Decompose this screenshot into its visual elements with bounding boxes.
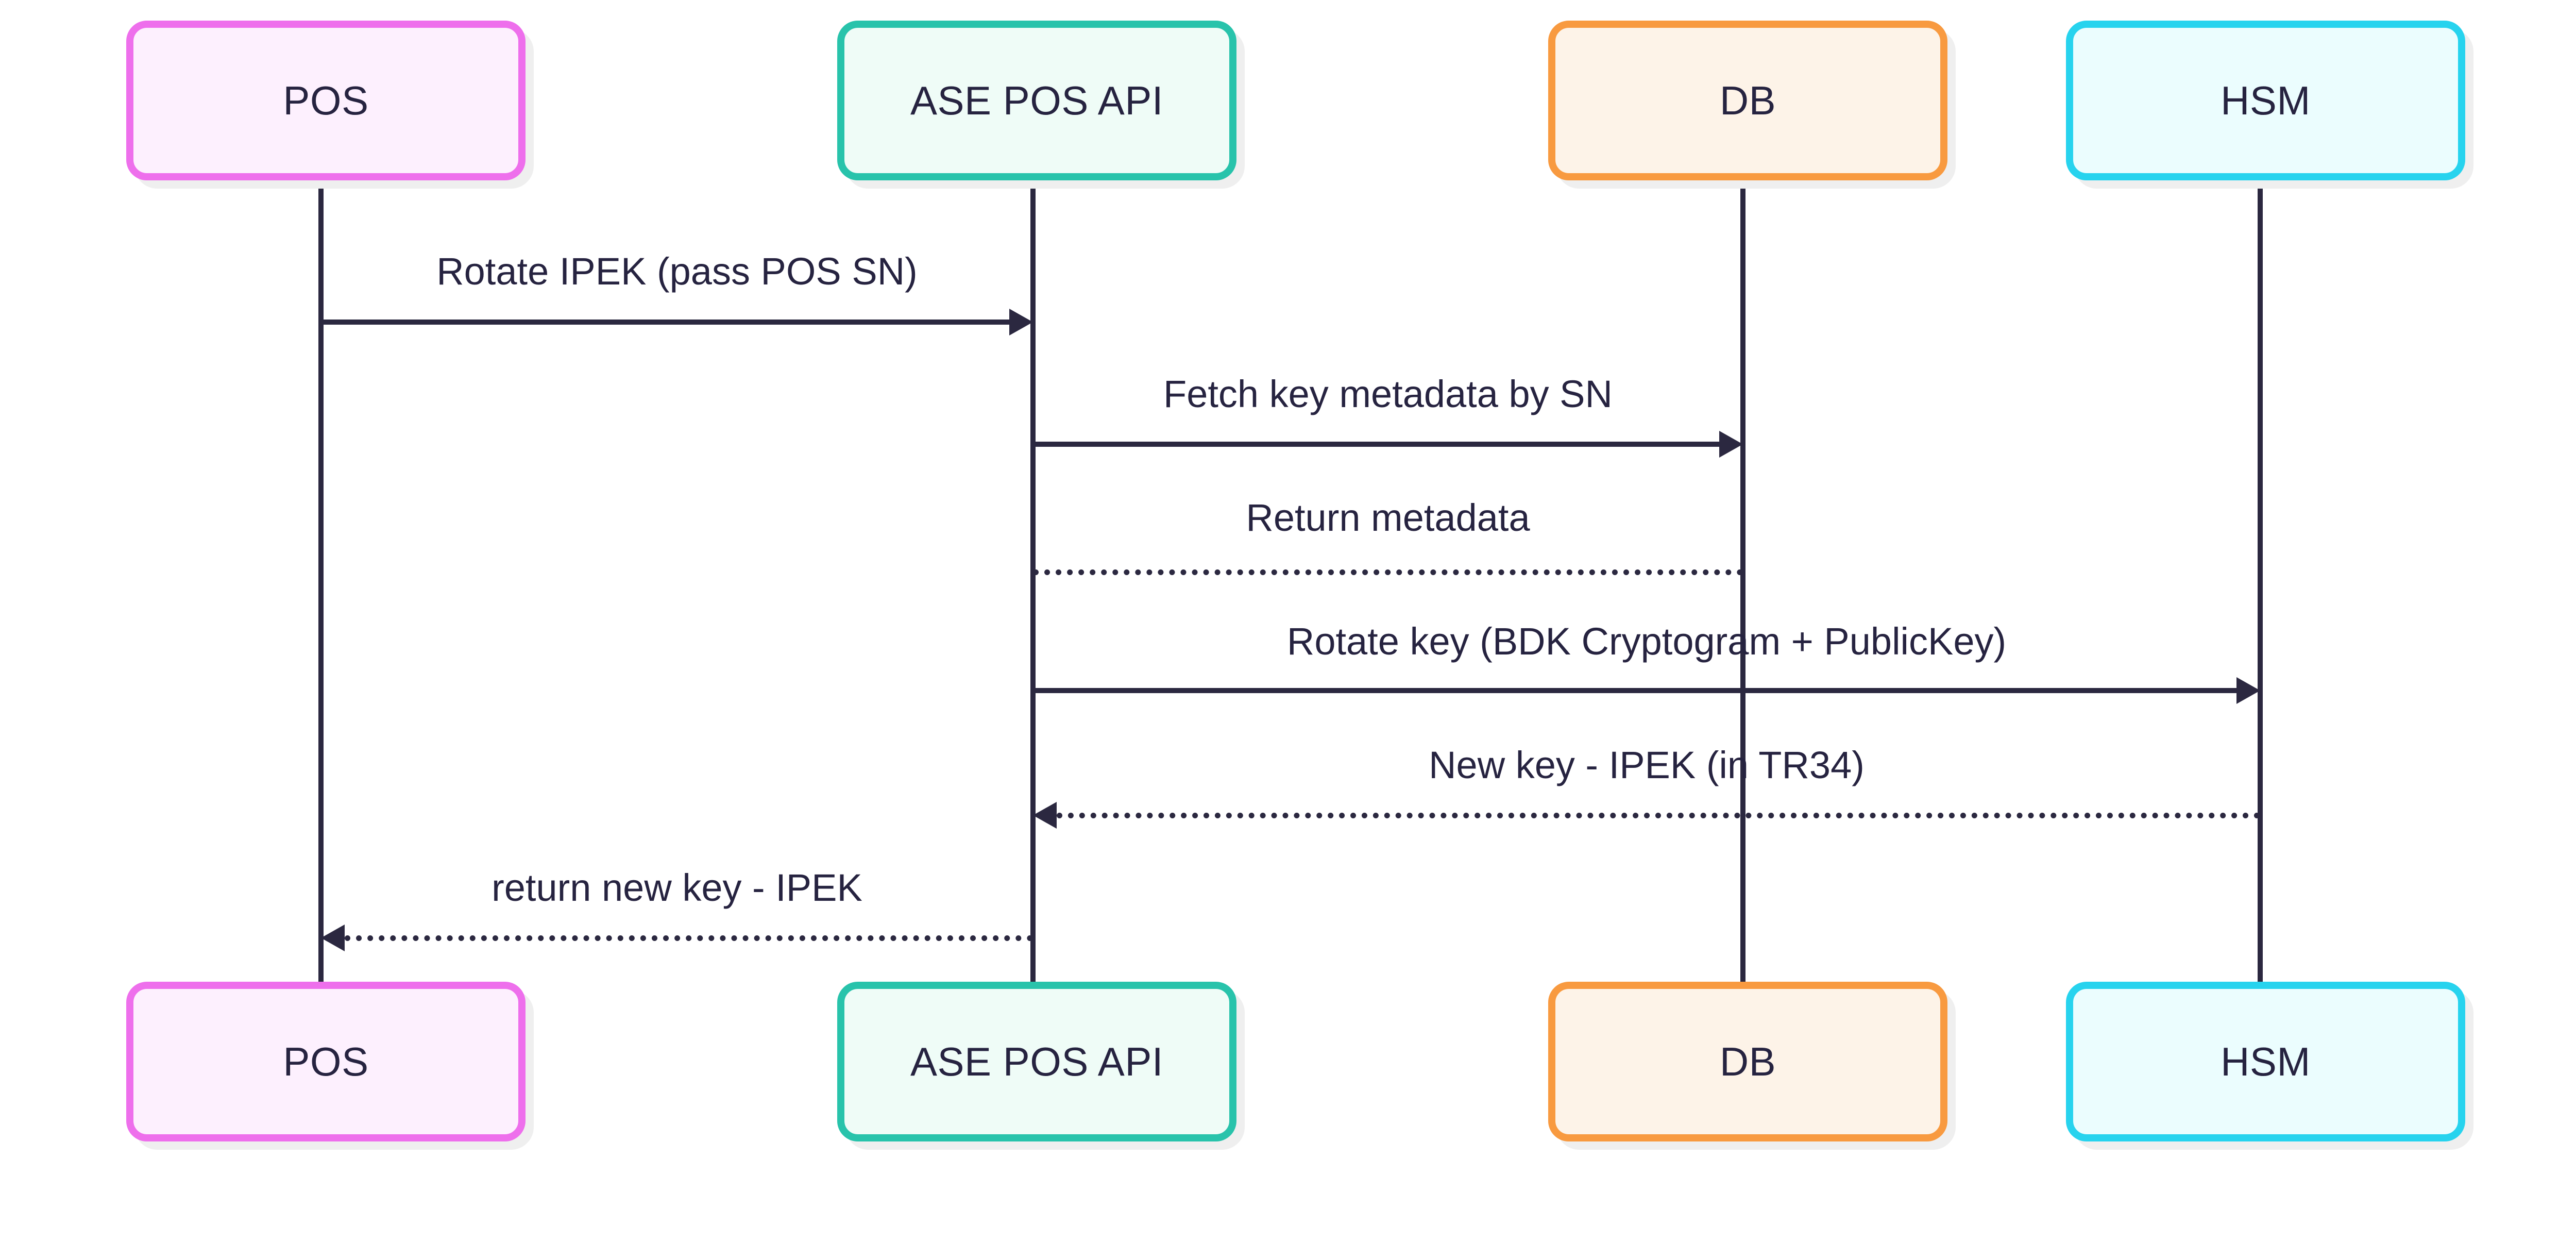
message-label-3: Return metadata bbox=[1246, 496, 1530, 539]
message-line-4 bbox=[1033, 688, 2236, 693]
message-label-5: New key - IPEK (in TR34) bbox=[1429, 744, 1865, 786]
actor-box-ase_pos_api-top[interactable]: ASE POS API bbox=[837, 21, 1236, 180]
lifeline-ase_pos_api bbox=[1030, 180, 1036, 982]
actor-box-pos-bottom[interactable]: POS bbox=[126, 982, 526, 1141]
message-line-6 bbox=[345, 935, 1033, 941]
actor-box-hsm-bottom[interactable]: HSM bbox=[2066, 982, 2465, 1141]
actor-box-db-bottom[interactable]: DB bbox=[1548, 982, 1947, 1141]
lifeline-db bbox=[1740, 180, 1745, 982]
actor-label-db-bottom: DB bbox=[1719, 1039, 1776, 1084]
message-arrowhead-6 bbox=[321, 925, 345, 951]
actor-label-ase_pos_api-bottom: ASE POS API bbox=[910, 1039, 1164, 1084]
message-label-4: Rotate key (BDK Cryptogram + PublicKey) bbox=[1286, 620, 2007, 663]
actor-box-pos-top[interactable]: POS bbox=[126, 21, 526, 180]
actor-box-hsm-top[interactable]: HSM bbox=[2066, 21, 2465, 180]
message-line-2 bbox=[1033, 442, 1719, 447]
actor-label-pos-top: POS bbox=[283, 78, 369, 123]
lifeline-hsm bbox=[2258, 180, 2263, 982]
message-label-1: Rotate IPEK (pass POS SN) bbox=[436, 250, 918, 293]
actor-box-db-top[interactable]: DB bbox=[1548, 21, 1947, 180]
actor-label-hsm-bottom: HSM bbox=[2221, 1039, 2311, 1084]
lifeline-pos bbox=[318, 180, 324, 982]
actor-box-ase_pos_api-bottom[interactable]: ASE POS API bbox=[837, 982, 1236, 1141]
actor-label-hsm-top: HSM bbox=[2221, 78, 2311, 123]
message-arrowhead-5 bbox=[1033, 802, 1057, 829]
message-arrowhead-2 bbox=[1719, 431, 1743, 458]
message-label-6: return new key - IPEK bbox=[492, 866, 862, 909]
message-arrowhead-4 bbox=[2236, 677, 2260, 704]
message-line-3 bbox=[1033, 569, 1743, 575]
actor-label-db-top: DB bbox=[1719, 78, 1776, 123]
message-line-1 bbox=[321, 320, 1009, 325]
actor-label-ase_pos_api-top: ASE POS API bbox=[910, 78, 1164, 123]
message-line-5 bbox=[1057, 813, 2260, 818]
message-arrowhead-1 bbox=[1009, 309, 1033, 335]
message-label-2: Fetch key metadata by SN bbox=[1163, 373, 1613, 415]
actor-label-pos-bottom: POS bbox=[283, 1039, 369, 1084]
